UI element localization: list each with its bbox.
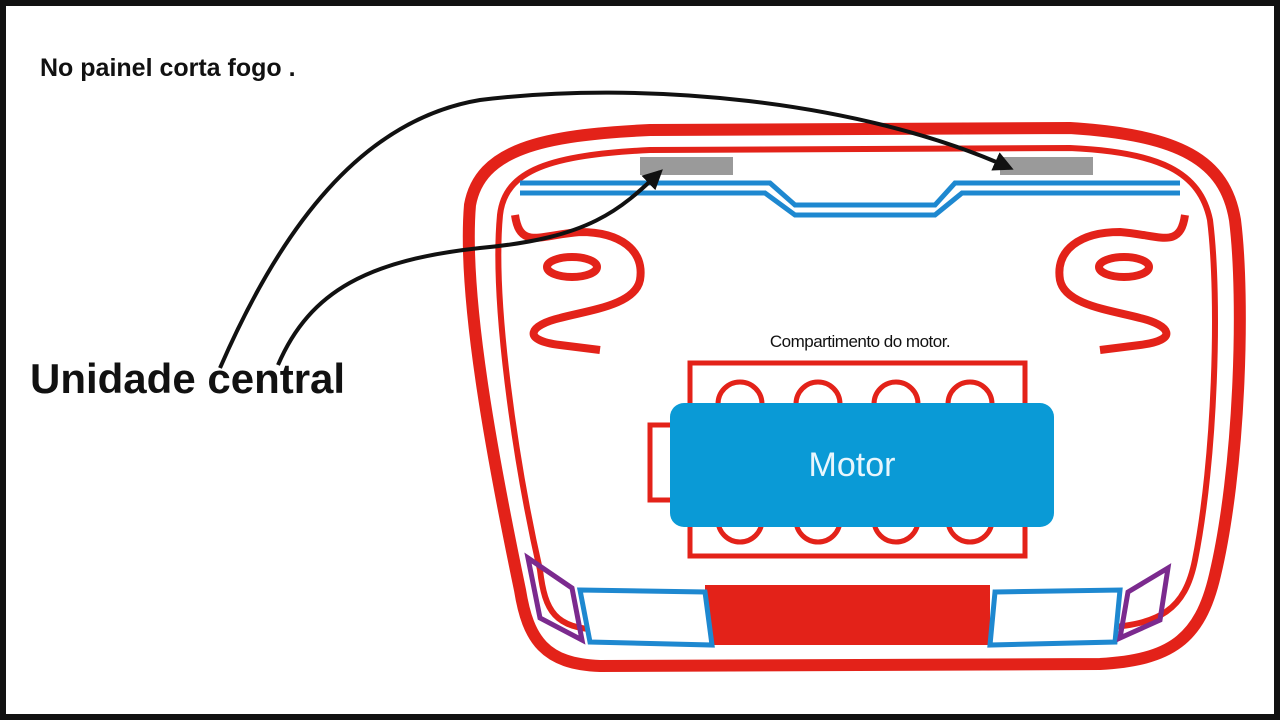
right-strut-tower — [1055, 214, 1189, 354]
right-headlight — [987, 563, 1172, 648]
heading-text: No painel corta fogo . — [40, 54, 296, 82]
compartment-label: Compartimento do motor. — [770, 332, 950, 351]
car-body-outline — [462, 122, 1246, 672]
engine-label: Motor — [809, 446, 896, 484]
left-strut-tower — [511, 214, 645, 354]
left-headlight — [524, 552, 715, 648]
firewall-panel — [520, 180, 1180, 218]
arrow-to-right-module — [218, 90, 1014, 369]
central-unit-module-right — [1000, 157, 1093, 175]
central-unit-label: Unidade central — [30, 355, 345, 402]
engine-block — [670, 403, 1054, 527]
arrow-to-left-module — [276, 169, 663, 366]
front-bumper — [705, 585, 990, 645]
central-unit-module-left — [640, 157, 733, 175]
